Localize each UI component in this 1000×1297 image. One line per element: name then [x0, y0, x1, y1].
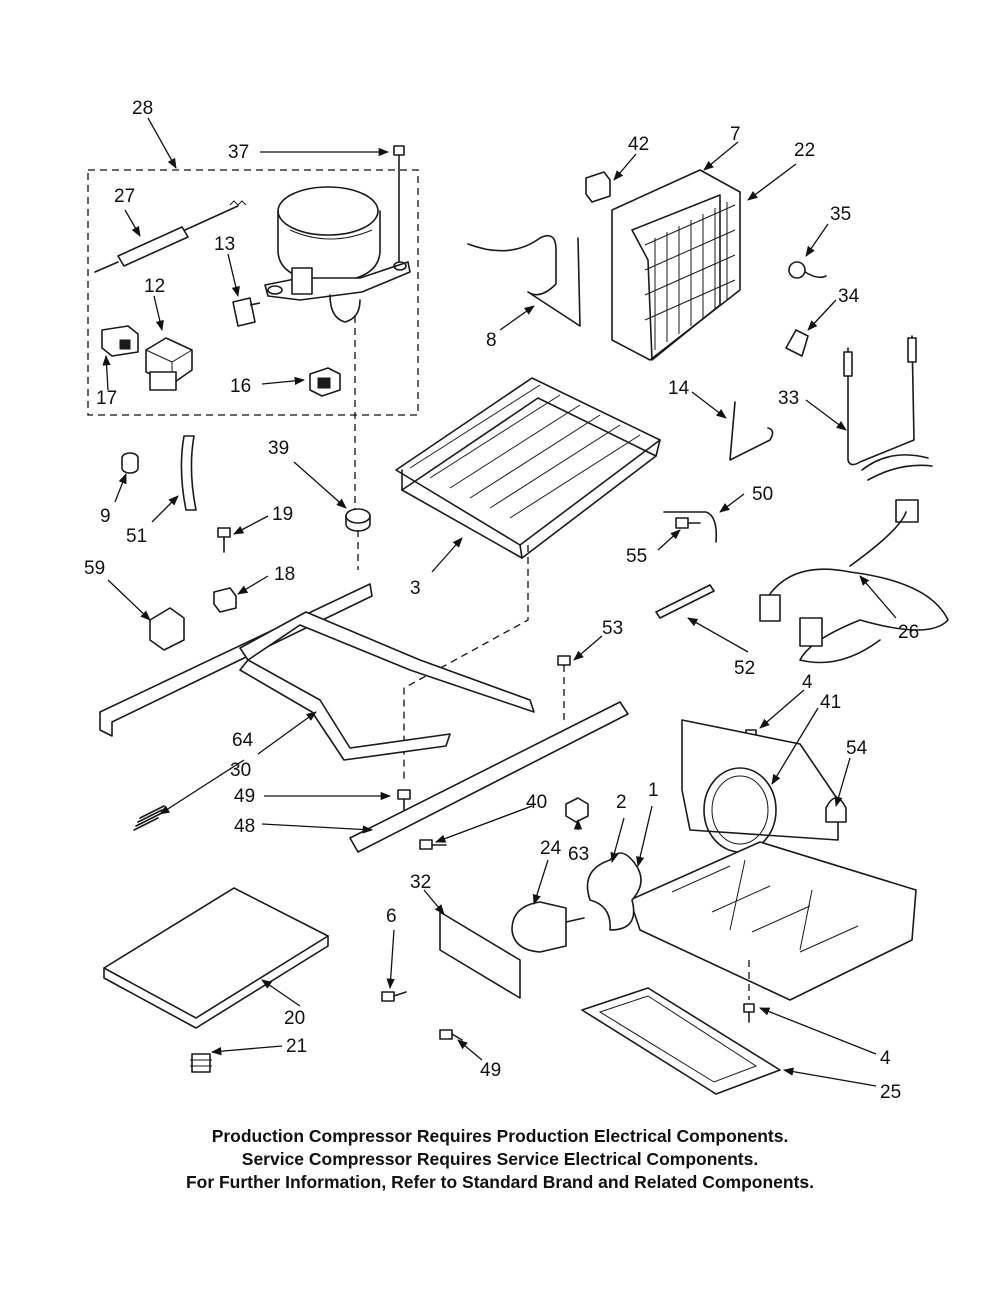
part-27 — [94, 200, 247, 273]
callout-50: 50 — [752, 484, 773, 505]
callout-52: 52 — [734, 658, 755, 679]
callout-41: 41 — [820, 692, 841, 713]
part-25 — [581, 987, 781, 1095]
callout-18: 18 — [274, 564, 295, 585]
callout-51: 51 — [126, 526, 147, 547]
callout-40: 40 — [526, 792, 547, 813]
part-54 — [825, 797, 847, 823]
part-52 — [655, 584, 715, 619]
callout-37: 37 — [228, 142, 249, 163]
part-17 — [101, 325, 139, 357]
fan-housing — [681, 719, 839, 853]
callout-64: 64 — [232, 730, 254, 751]
callout-12: 12 — [144, 276, 165, 297]
callout-4-upper: 4 — [802, 672, 813, 693]
callout-53: 53 — [602, 618, 623, 639]
callout-34: 34 — [838, 286, 860, 307]
callout-49-lower: 49 — [480, 1060, 501, 1081]
part-4-lower — [743, 960, 755, 1023]
callout-27: 27 — [114, 186, 135, 207]
part-26 — [759, 499, 949, 664]
part-51 — [180, 435, 197, 511]
part-49-lower — [439, 1029, 463, 1041]
callout-3: 3 — [410, 578, 421, 599]
part-50 — [663, 511, 718, 543]
callout-59: 59 — [84, 558, 105, 579]
part-12 — [145, 337, 193, 391]
compressor — [264, 186, 411, 323]
part-18 — [213, 587, 237, 613]
callout-7: 7 — [730, 124, 741, 145]
callout-4-lower: 4 — [880, 1048, 891, 1069]
part-14 — [729, 401, 774, 461]
callout-8: 8 — [486, 330, 497, 351]
callout-39: 39 — [268, 438, 289, 459]
callout-2: 2 — [616, 792, 627, 813]
part-35 — [788, 261, 827, 279]
callout-55: 55 — [626, 546, 647, 567]
part-34 — [785, 329, 809, 357]
part-6 — [381, 991, 407, 1002]
machine-base — [629, 841, 917, 1001]
callout-54: 54 — [846, 738, 868, 759]
part-37 — [393, 145, 405, 263]
callout-1: 1 — [648, 780, 659, 801]
callout-32: 32 — [410, 872, 431, 893]
callout-24: 24 — [540, 838, 562, 859]
part-20 — [103, 887, 329, 1019]
note-further-info: For Further Information, Refer to Standa… — [185, 1172, 815, 1192]
part-24 — [511, 901, 585, 953]
callout-49-upper: 49 — [234, 786, 255, 807]
callout-13: 13 — [214, 234, 235, 255]
part-53 — [557, 655, 571, 720]
evaporator — [395, 377, 661, 559]
note-production: Production Compressor Requires Productio… — [211, 1126, 789, 1146]
part-32 — [439, 911, 521, 999]
callout-16: 16 — [230, 376, 251, 397]
leader-lines — [102, 117, 897, 1087]
evaporator-dashline — [403, 545, 529, 780]
part-20-edge — [103, 935, 329, 1029]
callout-33: 33 — [778, 388, 799, 409]
callout-17: 17 — [96, 388, 117, 409]
part-39 — [345, 508, 371, 532]
part-40 — [419, 839, 447, 850]
note-service: Service Compressor Requires Service Elec… — [241, 1149, 759, 1169]
callout-9: 9 — [100, 506, 111, 527]
callout-28: 28 — [132, 98, 153, 119]
part-64 — [133, 805, 165, 831]
part-21 — [190, 1053, 212, 1073]
callout-30: 30 — [230, 760, 251, 781]
part-19 — [217, 527, 231, 553]
callout-labels: 28 37 27 13 12 17 16 9 51 39 19 18 59 8 … — [84, 98, 919, 1103]
part-13 — [232, 297, 261, 327]
part-2 — [586, 852, 642, 931]
condenser — [611, 169, 741, 361]
callout-14: 14 — [668, 378, 690, 399]
callout-20: 20 — [284, 1008, 305, 1029]
part-8 — [467, 234, 581, 327]
callout-22: 22 — [794, 140, 815, 161]
part-59 — [149, 607, 185, 651]
part-33 — [843, 335, 933, 481]
callout-35: 35 — [830, 204, 851, 225]
callout-26: 26 — [898, 622, 919, 643]
callout-63: 63 — [568, 844, 589, 865]
part-55 — [675, 517, 701, 529]
callout-48: 48 — [234, 816, 255, 837]
part-42 — [585, 171, 611, 203]
callout-19: 19 — [272, 504, 293, 525]
compressor-mount-dashline — [354, 316, 359, 570]
part-63 — [565, 797, 589, 823]
part-49-upper — [397, 789, 411, 811]
part-9 — [121, 452, 139, 474]
callout-25: 25 — [880, 1082, 901, 1103]
callout-21: 21 — [286, 1036, 307, 1057]
part-16 — [309, 367, 341, 397]
frame-rails — [99, 583, 629, 853]
callout-6: 6 — [386, 906, 397, 927]
callout-42: 42 — [628, 134, 649, 155]
